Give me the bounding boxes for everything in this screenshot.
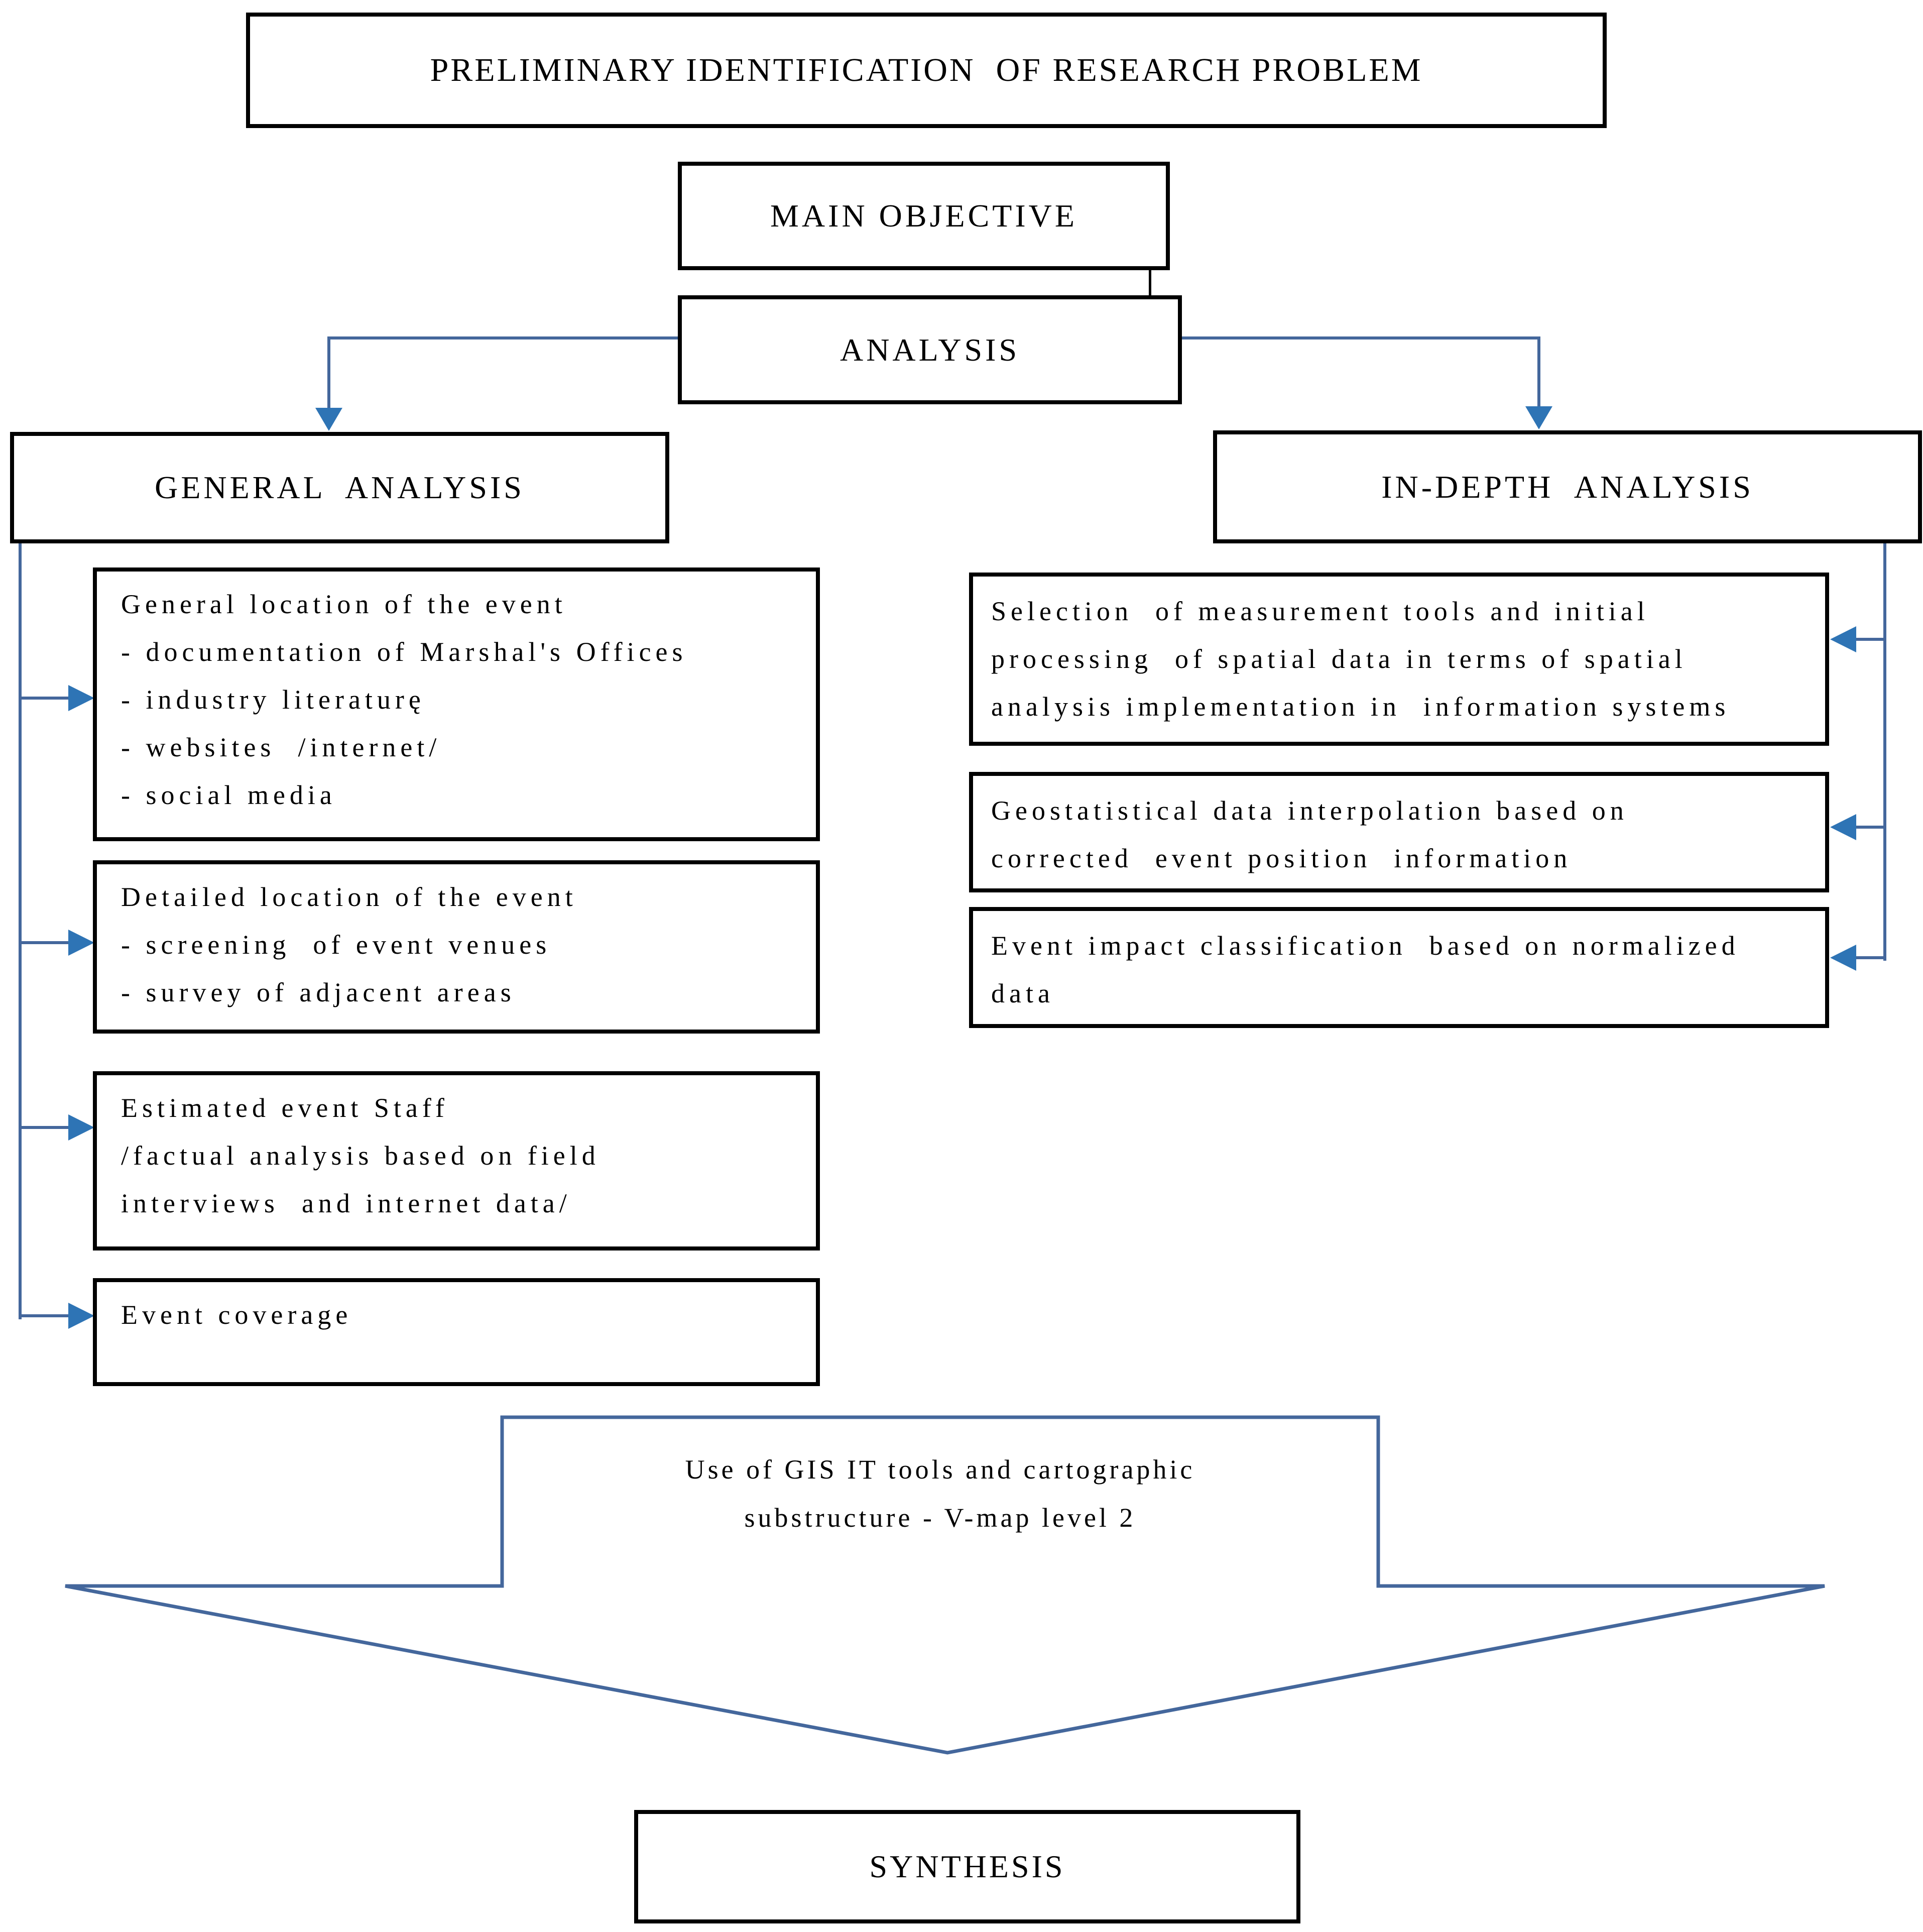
general-location-box: General location of the event - document… [93, 567, 820, 841]
rail-stub [20, 1126, 71, 1129]
event-impact-classification-box: Event impact classification based on nor… [969, 907, 1829, 1028]
main-to-analysis-connector [1149, 269, 1151, 298]
caption-line: substructure - V-map level 2 [744, 1503, 1136, 1533]
box-line: - industry literaturę [121, 685, 425, 715]
box-line: corrected event position information [991, 843, 1572, 873]
rail-stub [20, 1314, 71, 1317]
general-branch-rail [19, 543, 22, 1319]
arrow-right-icon [68, 685, 94, 711]
main-objective-label: MAIN OBJECTIVE [770, 198, 1077, 234]
analysis-to-indepth-hline [1182, 336, 1540, 339]
analysis-box: ANALYSIS [678, 295, 1182, 404]
synthesis-label: SYNTHESIS [869, 1849, 1065, 1884]
box-line: Geostatistical data interpolation based … [991, 795, 1628, 826]
rail-stub [1855, 638, 1885, 641]
box-line: Estimated event Staff [121, 1093, 449, 1123]
preliminary-problem-box: PRELIMINARY IDENTIFICATION OF RESEARCH P… [246, 13, 1607, 128]
box-line: - survey of adjacent areas [121, 977, 516, 1007]
synthesis-box: SYNTHESIS [634, 1810, 1300, 1923]
rail-stub [20, 697, 71, 700]
box-line: Detailed location of the event [121, 882, 577, 912]
box-line: - documentation of Marshal's Offices [121, 637, 687, 667]
arrow-left-icon [1830, 945, 1856, 971]
main-objective-box: MAIN OBJECTIVE [678, 162, 1170, 270]
box-line: processing of spatial data in terms of s… [991, 644, 1687, 674]
box-line: data [991, 978, 1054, 1008]
analysis-to-general-vline [327, 336, 330, 411]
rail-stub [20, 941, 71, 944]
arrow-left-icon [1830, 814, 1856, 840]
arrow-right-icon [68, 930, 94, 956]
box-line: - websites /internet/ [121, 732, 441, 762]
caption-line: Use of GIS IT tools and cartographic [685, 1454, 1195, 1485]
in-depth-analysis-label: IN-DEPTH ANALYSIS [1381, 469, 1754, 505]
box-line: - social media [121, 780, 336, 810]
box-line: Event coverage [121, 1300, 352, 1330]
box-line: General location of the event [121, 589, 567, 619]
box-line: Event impact classification based on nor… [991, 931, 1740, 961]
preliminary-problem-label: PRELIMINARY IDENTIFICATION OF RESEARCH P… [430, 52, 1423, 88]
in-depth-analysis-header-box: IN-DEPTH ANALYSIS [1213, 430, 1922, 543]
rail-stub [1855, 826, 1885, 829]
box-line: interviews and internet data/ [121, 1188, 571, 1218]
arrow-right-icon [68, 1303, 94, 1329]
analysis-to-general-hline [327, 336, 678, 339]
event-coverage-box: Event coverage [93, 1278, 820, 1386]
arrow-down-icon [315, 408, 342, 431]
measurement-tools-box: Selection of measurement tools and initi… [969, 573, 1829, 746]
general-analysis-label: GENERAL ANALYSIS [155, 470, 525, 505]
box-line: analysis implementation in information s… [991, 692, 1730, 722]
arrow-left-icon [1830, 626, 1856, 652]
in-depth-branch-rail [1883, 543, 1886, 961]
box-line: - screening of event venues [121, 930, 551, 960]
estimated-staff-box: Estimated event Staff /factual analysis … [93, 1071, 820, 1251]
analysis-label: ANALYSIS [839, 331, 1020, 368]
box-line: /factual analysis based on field [121, 1141, 600, 1171]
rail-stub [1855, 956, 1885, 959]
arrow-right-icon [68, 1114, 94, 1141]
geostatistical-interpolation-box: Geostatistical data interpolation based … [969, 772, 1829, 892]
gis-tools-caption: Use of GIS IT tools and cartographic sub… [502, 1445, 1378, 1542]
box-line: Selection of measurement tools and initi… [991, 596, 1649, 626]
analysis-to-indepth-vline [1537, 336, 1540, 409]
detailed-location-box: Detailed location of the event - screeni… [93, 860, 820, 1034]
arrow-down-icon [1525, 406, 1552, 429]
general-analysis-header-box: GENERAL ANALYSIS [10, 432, 669, 543]
